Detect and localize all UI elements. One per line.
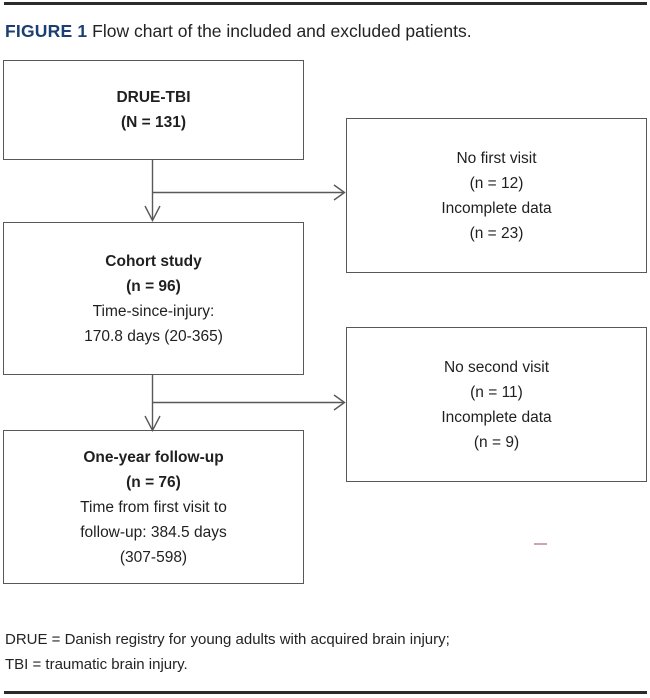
footnote-line-tbi: TBI = traumatic brain injury. bbox=[5, 656, 188, 673]
flow-box-drue-tbi: DRUE-TBI (N = 131) bbox=[3, 60, 304, 160]
flow-box-line: Cohort study bbox=[105, 252, 202, 270]
flow-box-line: (n = 23) bbox=[469, 224, 524, 242]
flow-box-line: DRUE-TBI bbox=[116, 89, 191, 106]
figure-caption: FIGURE 1 Flow chart of the included and … bbox=[5, 20, 645, 42]
arrowhead-right-2 bbox=[333, 394, 346, 411]
flow-box-line: Time-since-injury: bbox=[92, 302, 215, 320]
flow-box-line: No second visit bbox=[443, 358, 550, 376]
arrowhead-right-1 bbox=[333, 184, 346, 201]
figure-caption-text: Flow chart of the included and excluded … bbox=[87, 21, 472, 41]
flow-box-cohort-study: Cohort study (n = 96) Time-since-injury:… bbox=[3, 222, 304, 375]
flow-box-line: One-year follow-up bbox=[83, 448, 224, 466]
flow-box-line: (N = 131) bbox=[120, 114, 187, 131]
figure-footnote: DRUE = Danish registry for young adults … bbox=[5, 627, 645, 677]
flow-box-excluded-second-visit: No second visit (n = 11) Incomplete data… bbox=[346, 327, 647, 482]
flow-box-line: (n = 11) bbox=[470, 383, 523, 401]
flow-box-line: Incomplete data bbox=[441, 199, 552, 217]
flow-box-line: Time from first visit to bbox=[80, 498, 227, 516]
arrowhead-down-1 bbox=[144, 205, 161, 223]
arrowhead-down-2 bbox=[144, 415, 161, 433]
flow-box-excluded-first-visit: No first visit (n = 12) Incomplete data … bbox=[346, 118, 647, 273]
stray-mark-artifact bbox=[534, 543, 547, 545]
flow-box-line: Incomplete data bbox=[441, 408, 552, 426]
footnote-line-drue: DRUE = Danish registry for young adults … bbox=[5, 631, 450, 648]
flow-box-line: No first visit bbox=[456, 149, 537, 167]
flow-box-line: 170.8 days (20-365) bbox=[84, 327, 223, 345]
flow-box-line: (n = 96) bbox=[126, 277, 181, 295]
flow-box-one-year-follow-up: One-year follow-up (n = 76) Time from fi… bbox=[3, 430, 304, 584]
flow-box-line: (n = 9) bbox=[473, 433, 520, 451]
figure-caption-label: FIGURE 1 bbox=[5, 21, 88, 41]
bottom-rule bbox=[4, 691, 647, 694]
flow-box-line: (307-598) bbox=[119, 548, 188, 566]
flow-box-line: (n = 12) bbox=[469, 174, 524, 192]
flow-box-line: (n = 76) bbox=[126, 473, 181, 491]
top-rule bbox=[4, 2, 647, 5]
flow-box-line: follow-up: 384.5 days bbox=[80, 523, 227, 541]
